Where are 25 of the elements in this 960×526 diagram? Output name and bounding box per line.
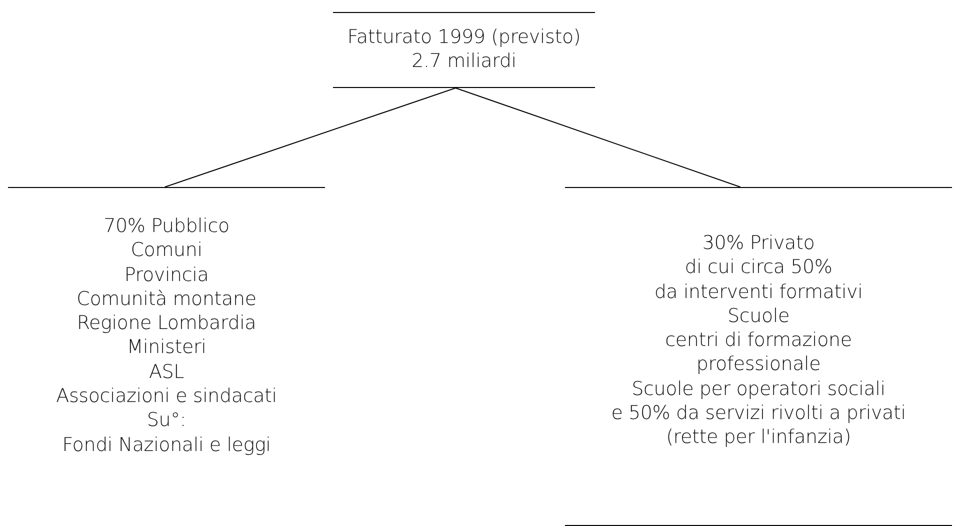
node-text: 30% Privato: [702, 231, 815, 256]
node-text: di cui circa 50%: [684, 255, 832, 280]
node-text: Scuole: [728, 304, 790, 328]
node-text: professionale: [696, 352, 821, 377]
text-node: [333, 12, 595, 88]
node-text: (rette per l'infanzia): [666, 425, 851, 450]
node-text: Regione Lombardia: [76, 311, 256, 336]
node-text: Provincia: [124, 262, 209, 287]
connector-line: [455, 88, 741, 188]
node-text: Scuole per operatori sociali: [632, 376, 886, 402]
node-text: e 50% da servizi rivolti a privati: [611, 401, 906, 426]
node-text: Comunità montane: [76, 286, 256, 312]
node-text: 2.7 miliardi: [412, 49, 516, 74]
node-text: Fatturato 1999 (previsto): [347, 25, 581, 50]
node-text: Ministeri: [126, 335, 206, 360]
node-text: 70% Pubblico: [104, 214, 230, 238]
node-text: da interventi formativi: [654, 280, 863, 304]
node-text: Fondi Nazionali e leggi: [62, 432, 271, 457]
node-text: Associazioni e sindacati: [56, 384, 277, 408]
node-text: centri di formazione: [665, 328, 852, 352]
node-text: Comuni: [130, 238, 202, 263]
text-node: [565, 187, 952, 526]
connector-line: [164, 88, 456, 188]
node-text: Su°:: [146, 408, 186, 433]
node-text: ASL: [148, 360, 184, 384]
